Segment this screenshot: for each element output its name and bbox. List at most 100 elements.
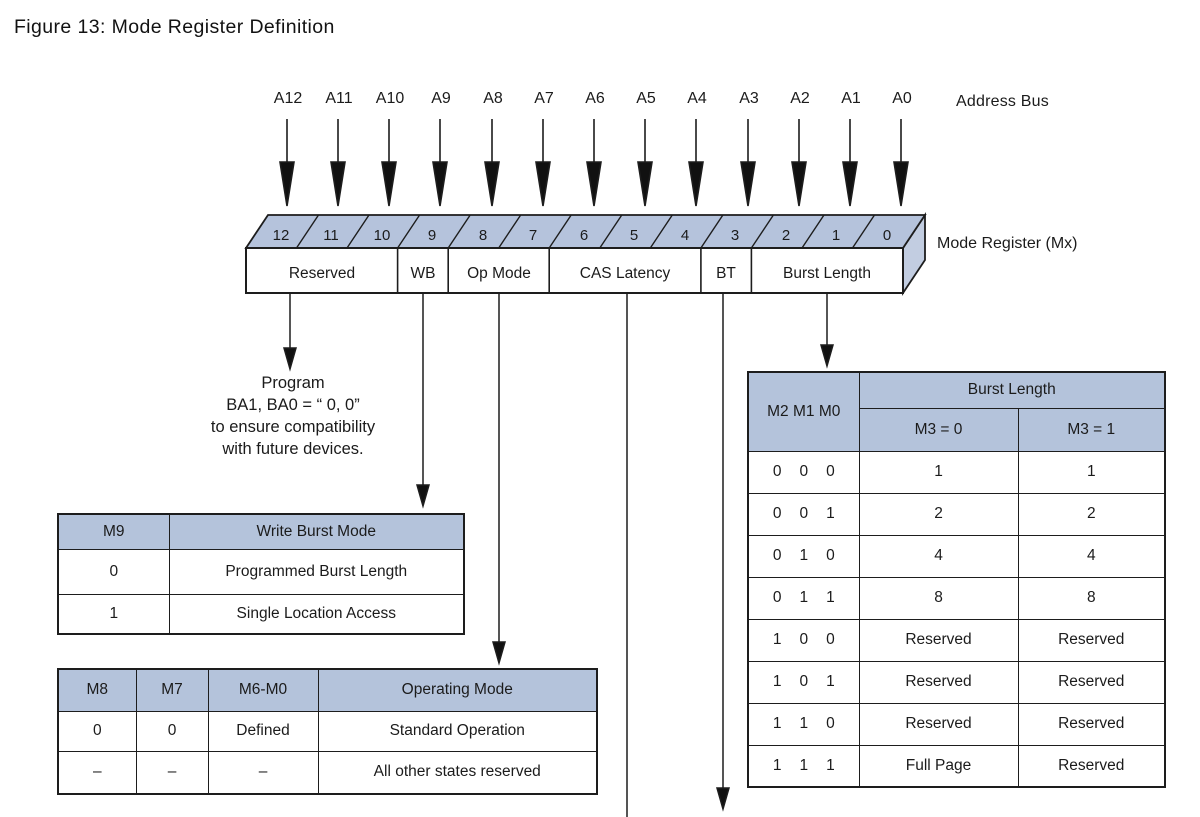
bit-value: 0 (772, 505, 782, 522)
bit-number: 3 (731, 227, 739, 244)
table-cell: Reserved (1017, 660, 1166, 704)
mode-register-label: Mode Register (Mx) (937, 235, 1078, 252)
bit-number: 1 (832, 227, 840, 244)
table-header-cell: Write Burst Mode (168, 513, 465, 550)
program-note-line: with future devices. (222, 440, 364, 458)
table-cell: Reserved (858, 660, 1019, 704)
field-label-reserved: Reserved (289, 265, 355, 282)
arrow-down-icon (820, 344, 834, 369)
arrow-down-icon (688, 161, 704, 207)
table-cell: 0 1 0 (747, 534, 860, 578)
table-cell: 4 (1017, 534, 1166, 578)
table-cell: – (135, 750, 209, 795)
bit-value: 1 (772, 673, 782, 690)
table-cell: 0 0 1 (747, 492, 860, 536)
bit-number: 7 (529, 227, 537, 244)
field-labels: Reserved WB Op Mode CAS Latency BT Burst… (289, 265, 871, 282)
table-cell: 1 1 1 (747, 744, 860, 788)
program-note-line: Program (261, 374, 325, 392)
table-cell: Reserved (1017, 744, 1166, 788)
table-cell: 0 1 1 (747, 576, 860, 620)
arrow-down-icon (279, 161, 295, 207)
field-label-wb: WB (411, 265, 436, 282)
pin-label-a10: A10 (375, 90, 405, 107)
bit-value: 0 (799, 673, 809, 690)
bit-number: 8 (479, 227, 487, 244)
figure-title: Figure 13: Mode Register Definition (14, 16, 335, 38)
table-cell: 1 0 0 (747, 618, 860, 662)
table-header-cell: M7 (135, 668, 209, 712)
program-note: Program BA1, BA0 = “ 0, 0” to ensure com… (162, 372, 424, 460)
bit-value: 1 (826, 673, 835, 690)
table-cell: Standard Operation (317, 710, 598, 752)
bit-numbers: 12 11 10 9 8 7 6 5 4 3 2 1 0 (273, 227, 892, 244)
bit-number: 10 (374, 227, 391, 244)
table-cell: 1 0 1 (747, 660, 860, 704)
operating-mode-table: M8 M7 M6-M0 Operating Mode 0 0 Defined S… (57, 668, 598, 795)
table-header-cell: M8 (57, 668, 137, 712)
bit-value: 0 (826, 631, 835, 648)
arrow-down-icon (381, 161, 397, 207)
table-cell: 0 (57, 548, 170, 595)
bit-value: 0 (772, 589, 782, 606)
bit-number: 11 (323, 227, 339, 244)
bit-number: 12 (273, 227, 290, 244)
bit-value: 1 (799, 547, 809, 564)
table-cell: Reserved (858, 618, 1019, 662)
bit-number: 9 (428, 227, 436, 244)
arrow-down-icon (740, 161, 756, 207)
arrow-down-icon (716, 787, 730, 812)
register-front-face (245, 247, 904, 294)
arrow-down-icon (492, 641, 506, 666)
bit-value: 0 (826, 715, 835, 732)
table-cell: 1 (858, 450, 1019, 494)
table-header-cell: M6-M0 (207, 668, 319, 712)
arrow-down-icon (484, 161, 500, 207)
pin-label-a2: A2 (790, 90, 810, 107)
address-bus-arrows (279, 119, 909, 207)
table-cell: 0 (57, 710, 137, 752)
arrow-down-icon (842, 161, 858, 207)
table-cell: All other states reserved (317, 750, 598, 795)
arrow-down-icon (283, 347, 297, 372)
table-row: 1 1 1 Full Page Reserved (747, 744, 1166, 788)
arrow-down-icon (330, 161, 346, 207)
table-row: 1 1 0 Reserved Reserved (747, 702, 1166, 746)
pin-label-a8: A8 (483, 90, 503, 107)
table-cell: Reserved (1017, 618, 1166, 662)
table-cell: Full Page (858, 744, 1019, 788)
arrow-down-icon (637, 161, 653, 207)
table-row: 0 0 0 1 1 (747, 450, 1166, 494)
bit-cell-dividers (295, 214, 876, 249)
bit-number: 5 (630, 227, 638, 244)
table-cell: 1 (1017, 450, 1166, 494)
field-pointer-arrows (283, 293, 834, 817)
table-cell: 1 (57, 593, 170, 635)
arrow-down-icon (432, 161, 448, 207)
program-note-line: BA1, BA0 = “ 0, 0” (226, 396, 360, 414)
arrow-down-icon (416, 484, 430, 509)
table-cell: Defined (207, 710, 319, 752)
burst-length-table: M2 M1 M0 Burst Length M3 = 0 M3 = 1 0 0 … (747, 371, 1166, 788)
arrow-down-icon (586, 161, 602, 207)
pin-label-a1: A1 (841, 90, 861, 107)
table-cell: 2 (858, 492, 1019, 536)
bit-value: 1 (826, 589, 835, 606)
bit-value: 1 (799, 589, 809, 606)
table-row: 1 0 1 Reserved Reserved (747, 660, 1166, 704)
pin-label-a0: A0 (892, 90, 912, 107)
table-cell: – (57, 750, 137, 795)
bit-number: 4 (681, 227, 689, 244)
table-row: 0 0 1 2 2 (747, 492, 1166, 536)
bit-value: 0 (772, 547, 782, 564)
table-header-cell: M3 = 0 (858, 407, 1019, 452)
table-cell: – (207, 750, 319, 795)
table-cell: 8 (1017, 576, 1166, 620)
table-header-cell: Operating Mode (317, 668, 598, 712)
pin-label-a11: A11 (325, 90, 353, 107)
pin-label-a6: A6 (585, 90, 605, 107)
arrow-down-icon (893, 161, 909, 207)
bit-number: 2 (782, 227, 790, 244)
table-header-cell: M3 = 1 (1017, 407, 1166, 452)
